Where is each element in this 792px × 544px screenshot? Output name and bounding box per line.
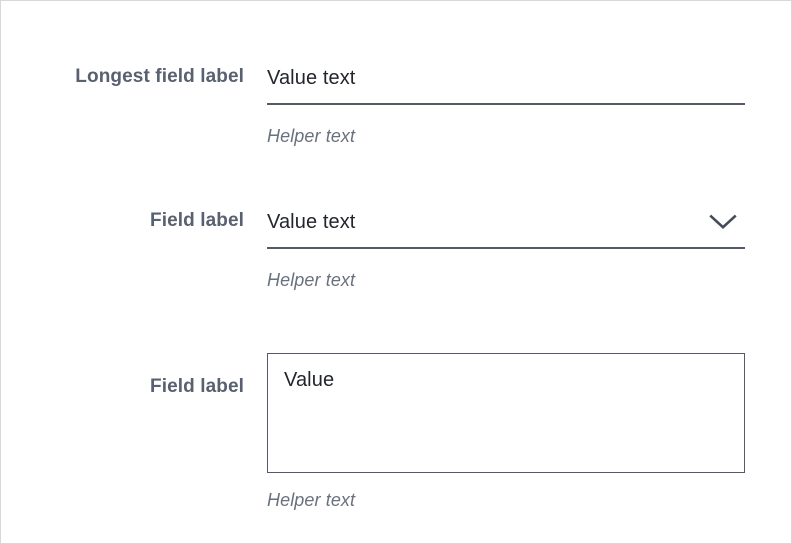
text-input-value[interactable]: Value text [267,67,356,89]
field-control-text-input: Value text Helper text [267,65,745,147]
text-input[interactable]: Value text [267,65,745,105]
form-field-textarea: Field label Value Helper text [1,353,791,511]
field-control-select: Value text Helper text [267,209,745,291]
field-label-select: Field label [149,210,244,231]
textarea-input[interactable]: Value [267,353,745,473]
form-field-text-input: Longest field label Value text Helper te… [1,65,791,147]
chevron-down-icon[interactable] [709,213,737,231]
field-control-textarea: Value Helper text [267,353,745,511]
select-value[interactable]: Value text [267,211,356,233]
text-input-helper-text: Helper text [267,126,356,146]
textarea-helper-text: Helper text [267,490,356,510]
select-helper-text: Helper text [267,270,356,290]
form-field-select: Field label Value text Helper text [1,209,791,291]
textarea-value[interactable]: Value [284,369,335,391]
field-label-textarea: Field label [149,376,244,397]
select-input[interactable]: Value text [267,209,745,249]
field-label-longest: Longest field label [75,66,244,87]
